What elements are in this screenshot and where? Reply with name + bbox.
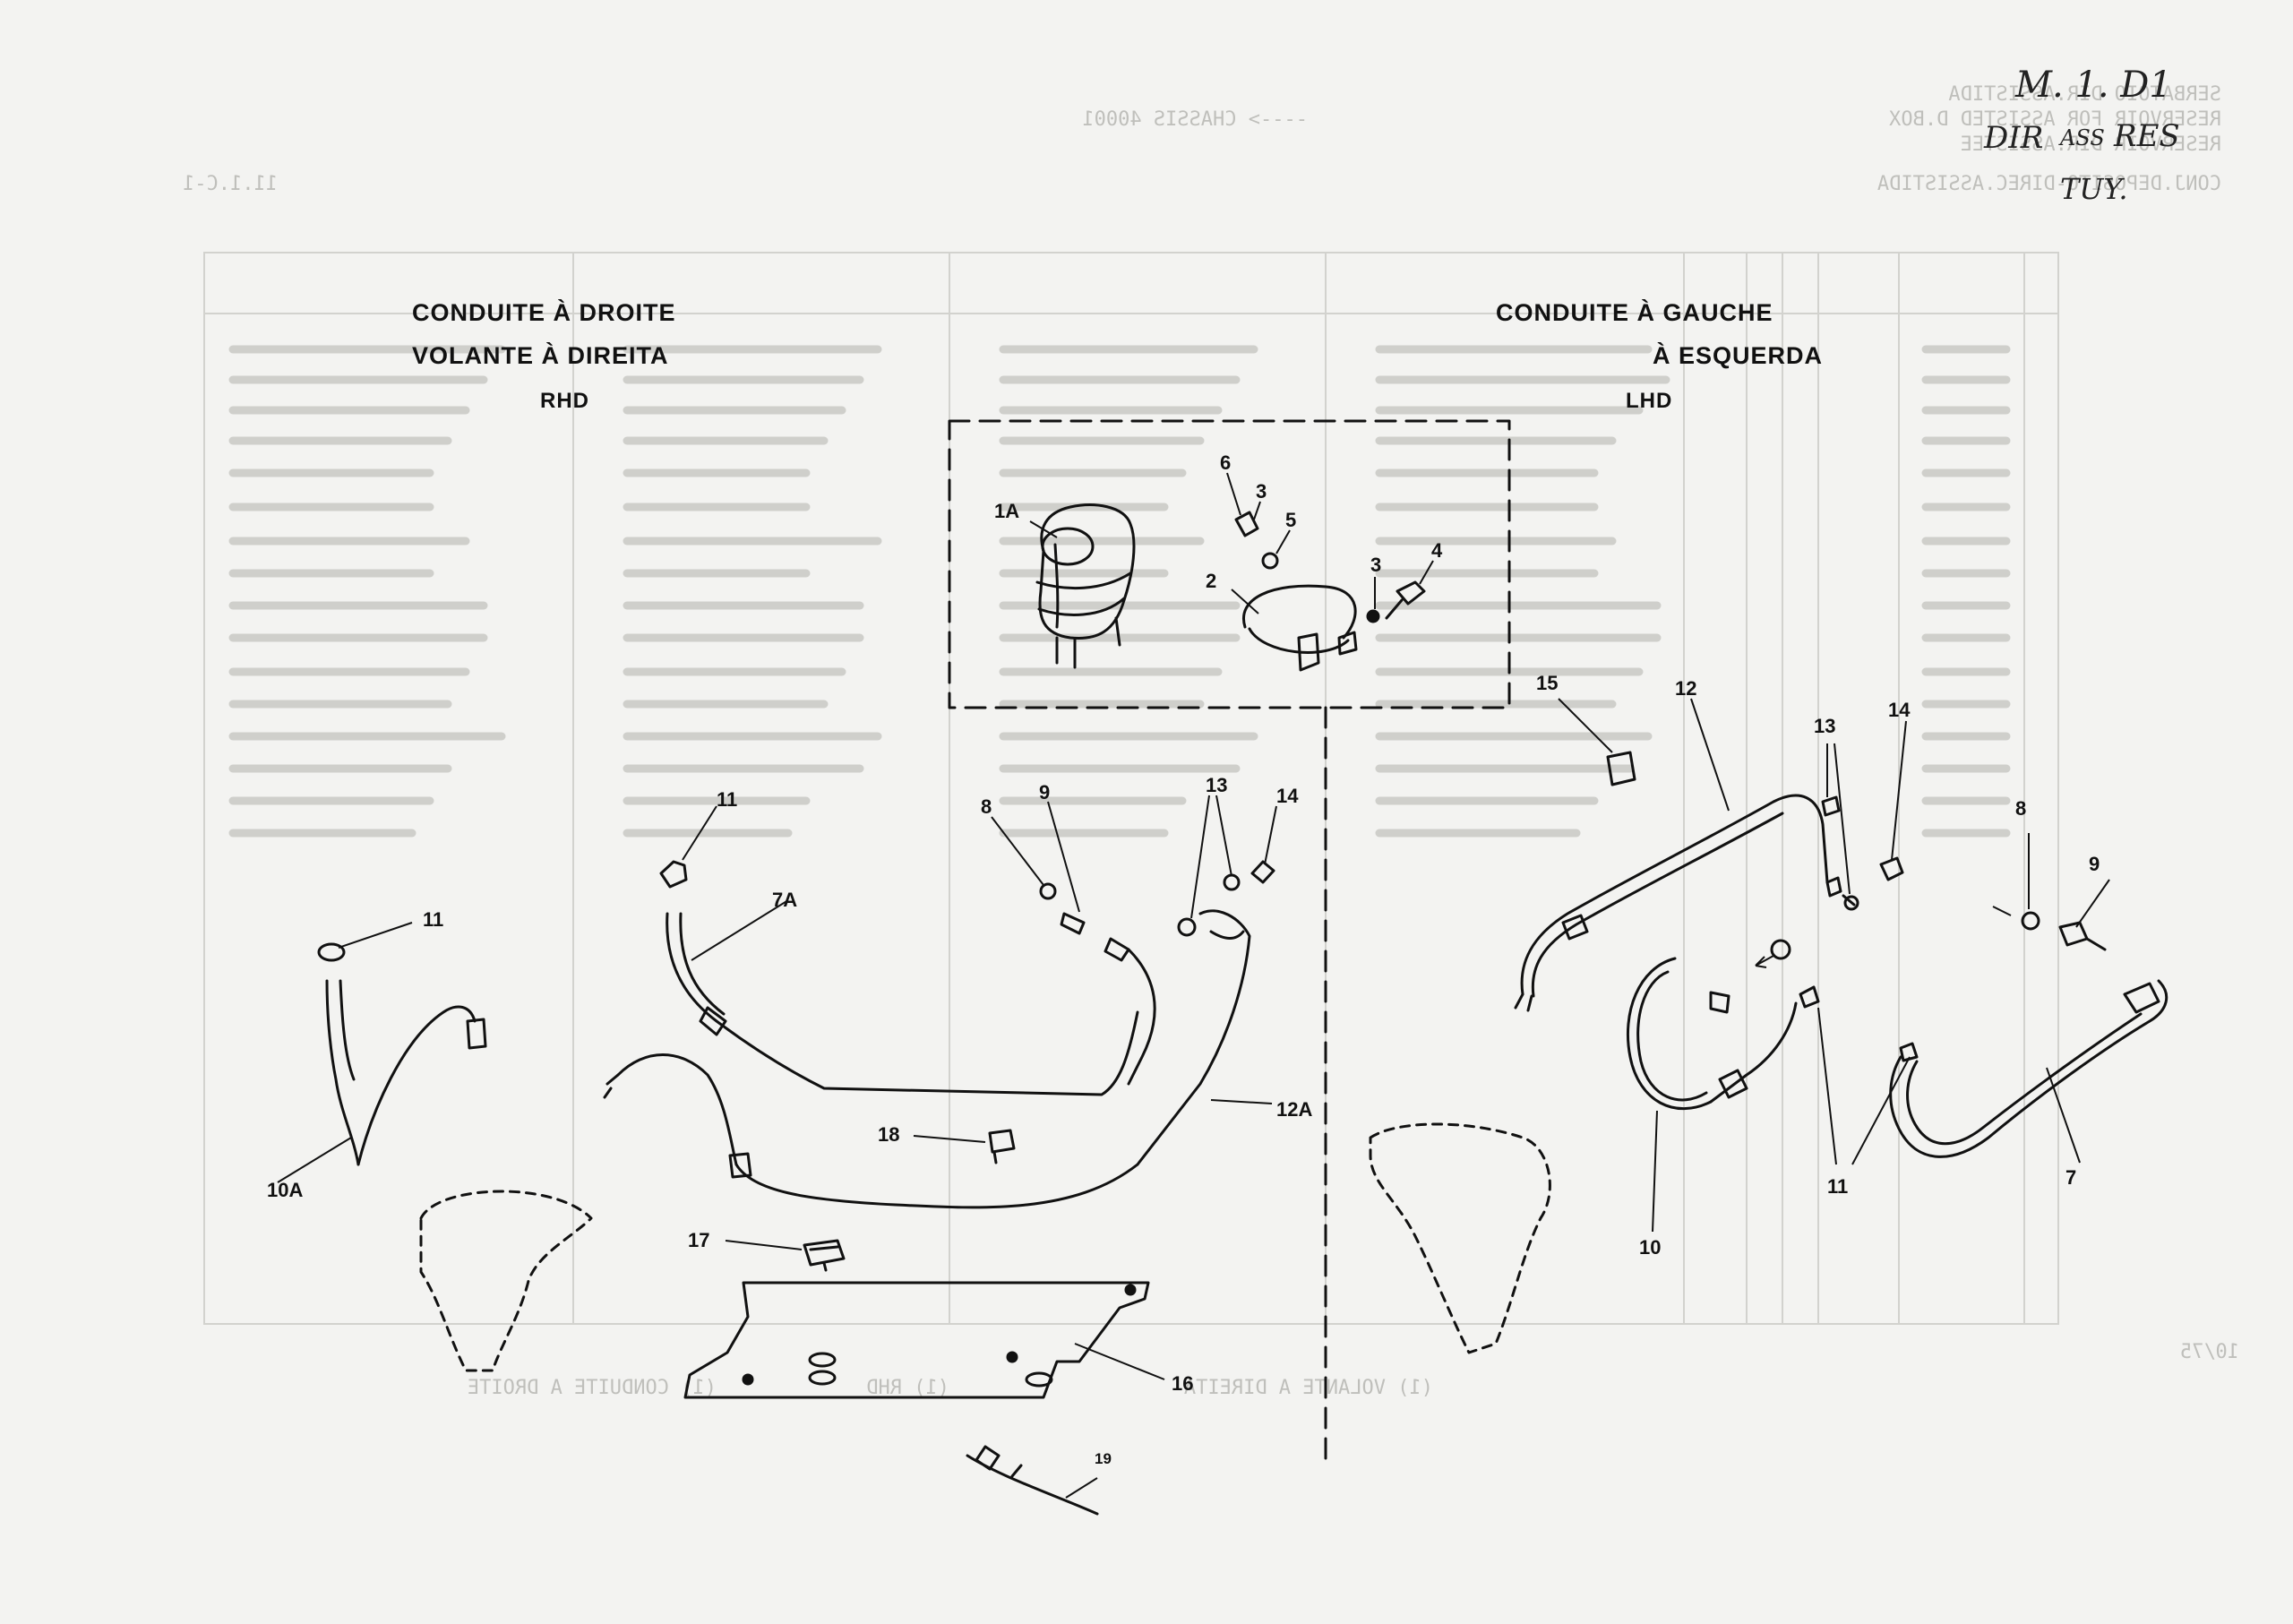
callout-7A: 7A	[772, 889, 797, 911]
hose-rhd-return	[1127, 948, 1156, 1086]
bracket-18	[988, 1129, 1016, 1164]
callout-17: 17	[688, 1229, 709, 1251]
handwritten-line-1: M. 1. D1	[2015, 64, 2172, 106]
callout-2: 2	[1206, 570, 1216, 592]
reservoir	[1035, 503, 1136, 669]
tube-12	[1514, 794, 1829, 1012]
handwritten-tuy: TUY.	[2060, 172, 2128, 206]
heading-lhd-nl: LHD	[1626, 389, 1673, 413]
nut-3	[1366, 609, 1380, 623]
callout-1A: 1A	[994, 500, 1019, 522]
ghost-title-3: RESERVOIR DIR.ASSISTEE	[1961, 133, 2221, 156]
washer-8	[1039, 882, 1057, 900]
ghost-title-1: SERBATOIO DIR.ASSISTIDA	[1948, 83, 2221, 106]
ghost-footer-right: (1) CONDUITE A DROITE	[468, 1377, 717, 1399]
ghost-title-4: CONJ.DEPOSITO-DIREC.ASSISTIDA	[1877, 173, 2221, 195]
callout-8: 8	[981, 795, 992, 818]
heading-rhd-fr: CONDUITE À DROITE	[412, 299, 676, 326]
bracket-17	[803, 1239, 846, 1272]
ghost-footer-mid: (1) RHD	[866, 1377, 949, 1399]
washer-8-lhd-right	[2021, 911, 2040, 931]
bolt-4	[1385, 580, 1426, 620]
callout-5: 5	[1285, 509, 1296, 531]
callout-11-left: 11	[423, 908, 443, 931]
handwritten-dir: DIR	[1984, 120, 2044, 156]
handwritten-res: RES	[2114, 118, 2180, 154]
heading-lhd-pt: À ESQUERDA	[1653, 342, 1824, 369]
callout-13-lhd: 13	[1814, 715, 1835, 737]
fitting-14	[1879, 856, 1904, 881]
callout-7: 7	[2065, 1166, 2076, 1189]
cap-11-lhd	[1799, 985, 1820, 1009]
leader-lines	[277, 472, 2110, 1499]
ghost-engine-rhd	[419, 1190, 593, 1372]
callout-14-lhd: 14	[1888, 699, 1911, 721]
reservoir-inset-box	[948, 419, 1511, 709]
clip-13	[1821, 795, 1856, 907]
washer-13	[1843, 895, 1859, 911]
heading-rhd-nl: RHD	[540, 389, 589, 413]
washer-8-lhd	[1770, 939, 1791, 960]
fitting-9	[1060, 912, 1130, 962]
callout-6: 6	[1220, 451, 1231, 474]
handwritten-ass: ASS	[2060, 125, 2105, 150]
tube-12A	[1136, 860, 1275, 1166]
callout-9-lhd: 9	[2089, 853, 2100, 875]
callout-12A: 12A	[1276, 1098, 1312, 1121]
callout-10: 10	[1639, 1236, 1661, 1259]
tube-7A	[603, 912, 1139, 1209]
ghost-title-2: RESERVOIR FOR ASSISTED D.BOX	[1888, 108, 2221, 131]
ghost-chassis: ----> CHASSIS 40001	[1082, 108, 1308, 131]
callout-19: 19	[1095, 1450, 1112, 1467]
callout-4: 4	[1431, 539, 1443, 562]
heading-rhd-pt: VOLANTE À DIREITA	[412, 342, 669, 369]
callout-9: 9	[1039, 781, 1050, 803]
hose-10A	[317, 942, 487, 1166]
pipe-7	[1889, 979, 2168, 1158]
ghost-page-ref: 11.1.C-1	[183, 173, 278, 195]
cable-tie-19	[966, 1445, 1099, 1516]
nut-6	[1234, 511, 1259, 537]
fitting-9-lhd	[2058, 921, 2107, 951]
cap-11	[659, 860, 688, 889]
mirrored-ghost-text: SERBATOIO DIR.ASSISTIDA RESERVOIR FOR AS…	[183, 83, 2239, 1399]
callout-labels: 1A 2 3 4 5 6 3 7 7A 8 8 9 9 10 10A 11 11…	[267, 451, 2100, 1467]
callout-10A: 10A	[267, 1179, 303, 1201]
ghost-date: 10/75	[2180, 1341, 2239, 1363]
callout-13: 13	[1206, 774, 1227, 796]
callout-8-lhd: 8	[2015, 797, 2026, 820]
callout-3: 3	[1370, 554, 1381, 576]
callout-14: 14	[1276, 785, 1299, 807]
washer-5	[1261, 552, 1279, 570]
bracket-15	[1606, 751, 1636, 786]
callout-3b: 3	[1256, 480, 1267, 503]
callout-18: 18	[878, 1123, 899, 1146]
callout-11-top: 11	[717, 788, 737, 811]
ghost-engine-lhd	[1369, 1122, 1551, 1354]
mounting-plate-16	[683, 1281, 1150, 1399]
callout-15: 15	[1536, 672, 1558, 694]
callout-11-lhd: 11	[1827, 1175, 1848, 1198]
ghost-footer-left: (1) VOLANTE A DIREITA	[1184, 1377, 1433, 1399]
clamp	[1242, 584, 1358, 672]
callout-12: 12	[1675, 677, 1696, 700]
callout-16: 16	[1172, 1372, 1193, 1395]
heading-lhd-fr: CONDUITE À GAUCHE	[1496, 299, 1773, 326]
hose-10	[1626, 957, 1798, 1111]
